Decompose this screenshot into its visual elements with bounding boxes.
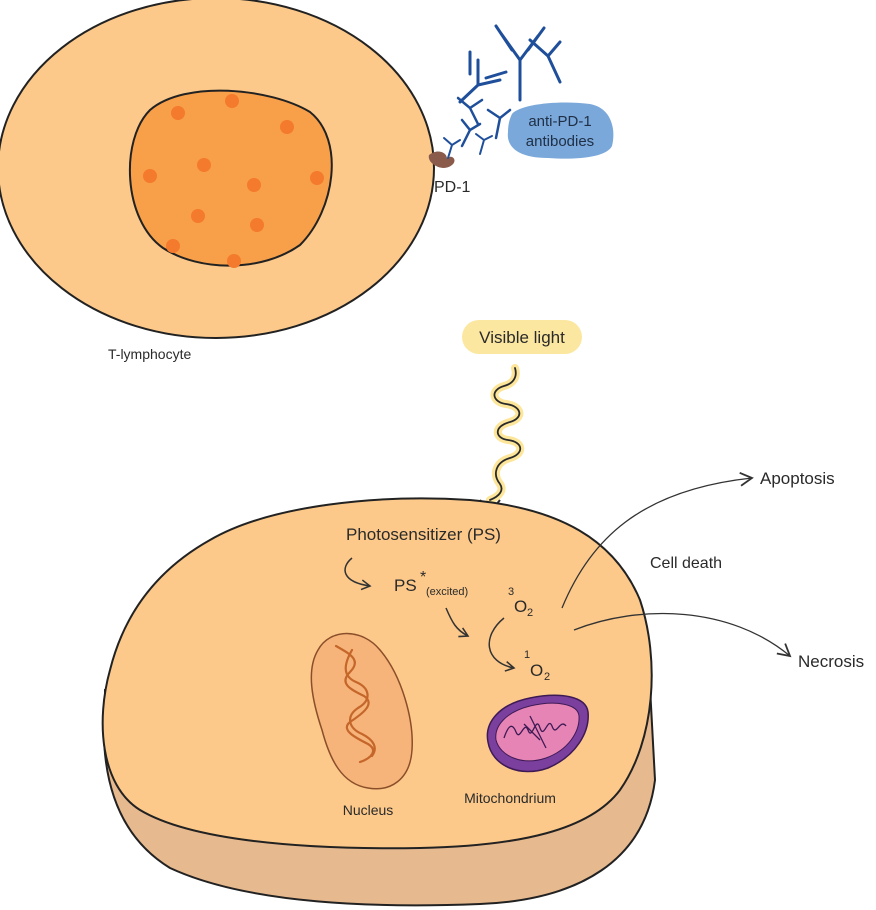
chromatin-dots	[143, 94, 324, 268]
light-wave	[489, 367, 522, 501]
t-cell-nucleus	[128, 89, 333, 267]
triplet-sub: 2	[527, 607, 533, 619]
ps-excited-star: *	[420, 569, 426, 586]
tumor-cell: Photosensitizer (PS) PS * (excited) 3 O …	[101, 497, 657, 907]
dna-helix	[334, 644, 376, 764]
tumor-nucleus-body	[310, 632, 413, 790]
singlet-oxygen: 1 O 2	[524, 649, 550, 683]
singlet-sup: 1	[524, 649, 530, 661]
nucleus-label: Nucleus	[343, 802, 394, 818]
triplet-main: O	[514, 597, 527, 616]
cell-death-label: Cell death	[650, 555, 722, 572]
antibody-small-1	[443, 137, 461, 159]
triplet-sup: 3	[508, 586, 514, 598]
visible-light-label: Visible light	[479, 328, 565, 347]
antibody-large-2	[458, 50, 508, 104]
antibody-medium-2	[486, 108, 512, 140]
ps-excited-main: PS	[394, 576, 417, 595]
triplet-oxygen: 3 O 2	[508, 586, 533, 619]
t-lymphocyte-label: T-lymphocyte	[108, 346, 191, 362]
visible-light-pill	[462, 320, 582, 354]
antibody-medium-3	[460, 118, 482, 148]
antibody-large-3	[528, 38, 562, 84]
singlet-main: O	[530, 661, 543, 680]
light-wave-glow	[486, 364, 525, 504]
arrow-excited-down	[445, 607, 470, 638]
anti-pd1-antibodies	[443, 24, 562, 159]
antibody-small-2	[475, 133, 493, 155]
cell-death-outcomes: Apoptosis Cell death Necrosis	[561, 469, 864, 671]
necrosis-label: Necrosis	[798, 652, 864, 671]
tumor-nucleus: Nucleus	[310, 632, 413, 818]
antibody-label-line1: anti-PD-1	[528, 113, 591, 130]
mitochondrion-cristae	[503, 715, 567, 749]
ps-excited-label: PS * (excited)	[394, 569, 468, 598]
arrow-to-necrosis	[573, 612, 792, 658]
photosensitizer-label: Photosensitizer (PS)	[346, 525, 501, 544]
t-lymphocyte: PD-1 T-lymphocyte	[0, 0, 471, 362]
antibody-medium-1	[456, 96, 484, 126]
arrow-triplet-to-singlet	[488, 617, 516, 672]
pd1-label: PD-1	[434, 179, 471, 196]
antibody-label-pill: anti-PD-1 antibodies	[507, 102, 614, 159]
ps-excited-sub: (excited)	[426, 586, 468, 598]
arrow-to-apoptosis	[561, 471, 754, 609]
antibody-label-line2: antibodies	[526, 133, 594, 150]
arrow-ps-to-excited	[344, 557, 372, 591]
apoptosis-label: Apoptosis	[760, 469, 835, 488]
visible-light: Visible light	[462, 320, 582, 514]
mitochondrion-label: Mitochondrium	[464, 790, 556, 806]
pd1-receptor	[428, 151, 455, 168]
mitochondrion: Mitochondrium	[464, 694, 589, 806]
antibody-large-1	[494, 24, 546, 102]
singlet-sub: 2	[544, 671, 550, 683]
